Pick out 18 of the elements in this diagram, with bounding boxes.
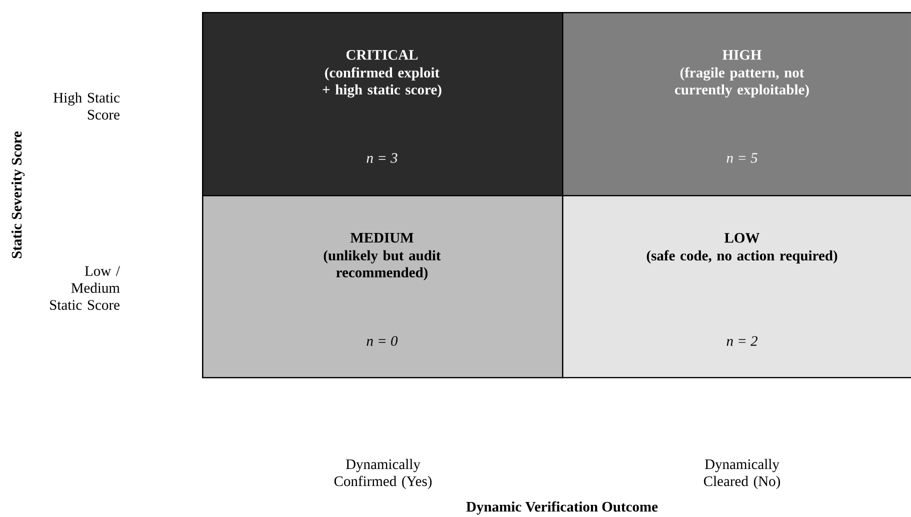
row-label: High Static Score xyxy=(54,92,120,120)
row-label: Low / Medium Static Score xyxy=(50,266,120,310)
quadrant-title: MEDIUM xyxy=(350,233,414,243)
quadrant-description: (confirmed exploit + high static score) xyxy=(322,67,442,98)
count-label: n = 3 xyxy=(366,153,398,163)
quadrant-description: (unlikely but audit recommended) xyxy=(324,250,441,280)
quadrant-title: HIGH xyxy=(722,50,762,60)
count-label: n = 2 xyxy=(726,336,758,346)
quadrant-description: (fragile pattern, not currently exploitable) xyxy=(674,67,809,98)
axis-title: Static Severity Score xyxy=(11,131,25,258)
quadrant-title: CRITICAL xyxy=(346,50,418,60)
column-label: Dynamically Confirmed (Yes) xyxy=(334,458,432,490)
column-label: Dynamically Cleared (No) xyxy=(704,458,780,490)
count-label: n = 0 xyxy=(366,336,398,346)
count-label: n = 5 xyxy=(726,153,758,163)
quadrant-title: LOW xyxy=(724,233,760,243)
axis-title: Dynamic Verification Outcome xyxy=(466,501,658,515)
quadrant-description: (safe code, no action required) xyxy=(646,250,838,264)
